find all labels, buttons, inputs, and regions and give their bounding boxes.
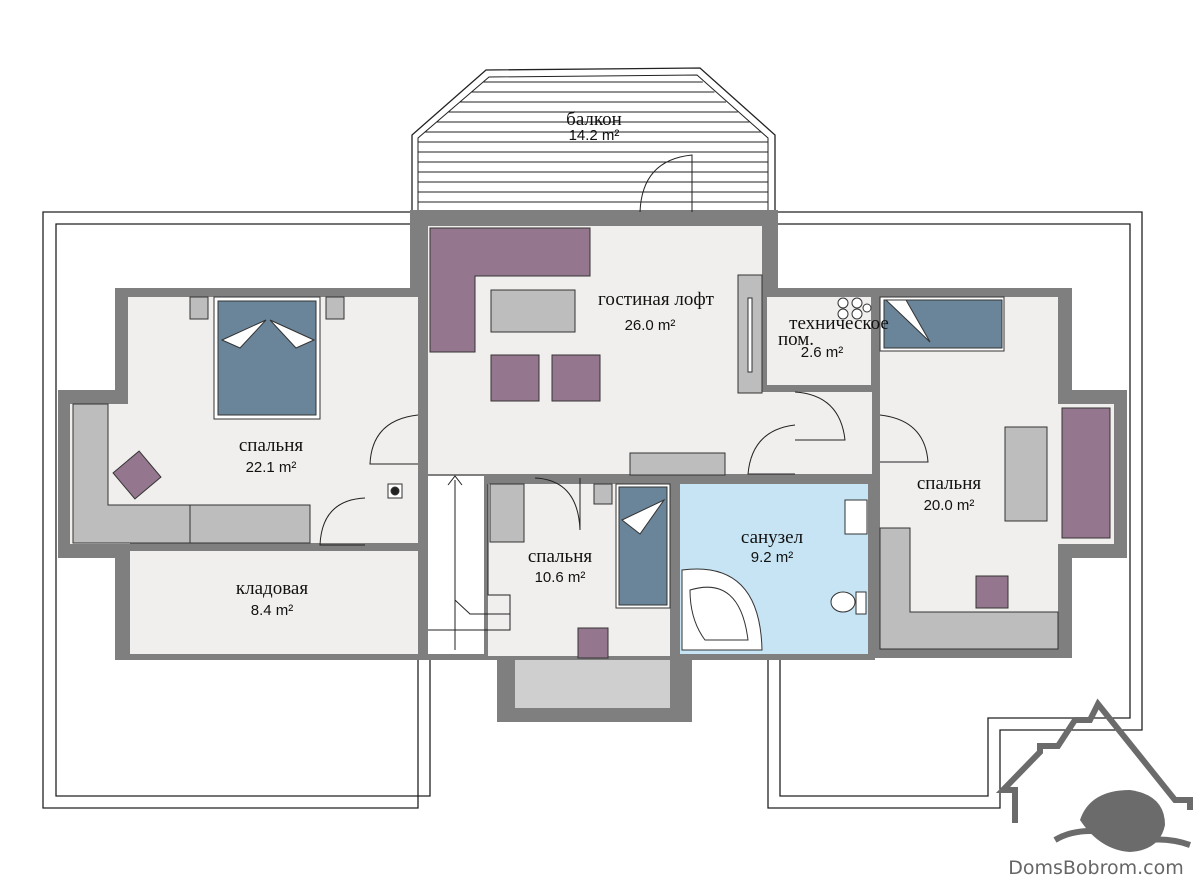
furniture [72, 227, 1111, 659]
chair [577, 627, 609, 659]
house-logo-icon [995, 698, 1193, 823]
room-name-bedroom-small: спальня [528, 546, 593, 567]
logo-text: DomsBobrom.com [1008, 857, 1184, 879]
beaver-icon [1080, 790, 1165, 852]
room-area-tech: 2.6 m² [801, 344, 844, 361]
room-area-bedroom-left: 22.1 m² [246, 459, 297, 476]
room-area-balcony: 14.2 m² [569, 127, 620, 144]
room-name-bedroom-right: спальня [917, 473, 982, 494]
chair [975, 575, 1009, 609]
room-name-bathroom: санузел [741, 527, 804, 548]
chair [112, 450, 162, 500]
room-area-bathroom: 9.2 m² [751, 549, 794, 566]
sink [844, 499, 868, 535]
room-name-balcony: балкон [566, 109, 622, 130]
balcony [411, 67, 776, 213]
storage-floor [130, 551, 418, 654]
armchair [551, 354, 601, 402]
room-name-storage: кладовая [236, 578, 308, 599]
room-labels: балкон 14.2 m² гостиная лофт 26.0 m² тех… [236, 109, 981, 619]
staircase [428, 475, 511, 650]
table [1004, 426, 1048, 522]
logo: DomsBobrom.com [995, 698, 1193, 879]
armchair [490, 354, 540, 402]
roof-outline [42, 211, 1143, 809]
room-name-living: гостиная лофт [598, 289, 715, 310]
room-name-tech: техническое [789, 313, 889, 334]
toilet [830, 591, 856, 613]
room-area-storage: 8.4 m² [251, 602, 294, 619]
fireplace [737, 274, 763, 394]
room-name-tech-2: пом. [778, 329, 814, 350]
coffee-table [490, 289, 576, 333]
room-area-bedroom-right: 20.0 m² [924, 497, 975, 514]
doors [319, 154, 929, 546]
room-area-bedroom-small: 10.6 m² [535, 569, 586, 586]
corner-sofa [429, 227, 591, 353]
room-name-bedroom-left: спальня [239, 435, 304, 456]
sofa [1061, 407, 1111, 539]
stair-floor [428, 476, 484, 654]
room-area-living: 26.0 m² [625, 317, 676, 334]
